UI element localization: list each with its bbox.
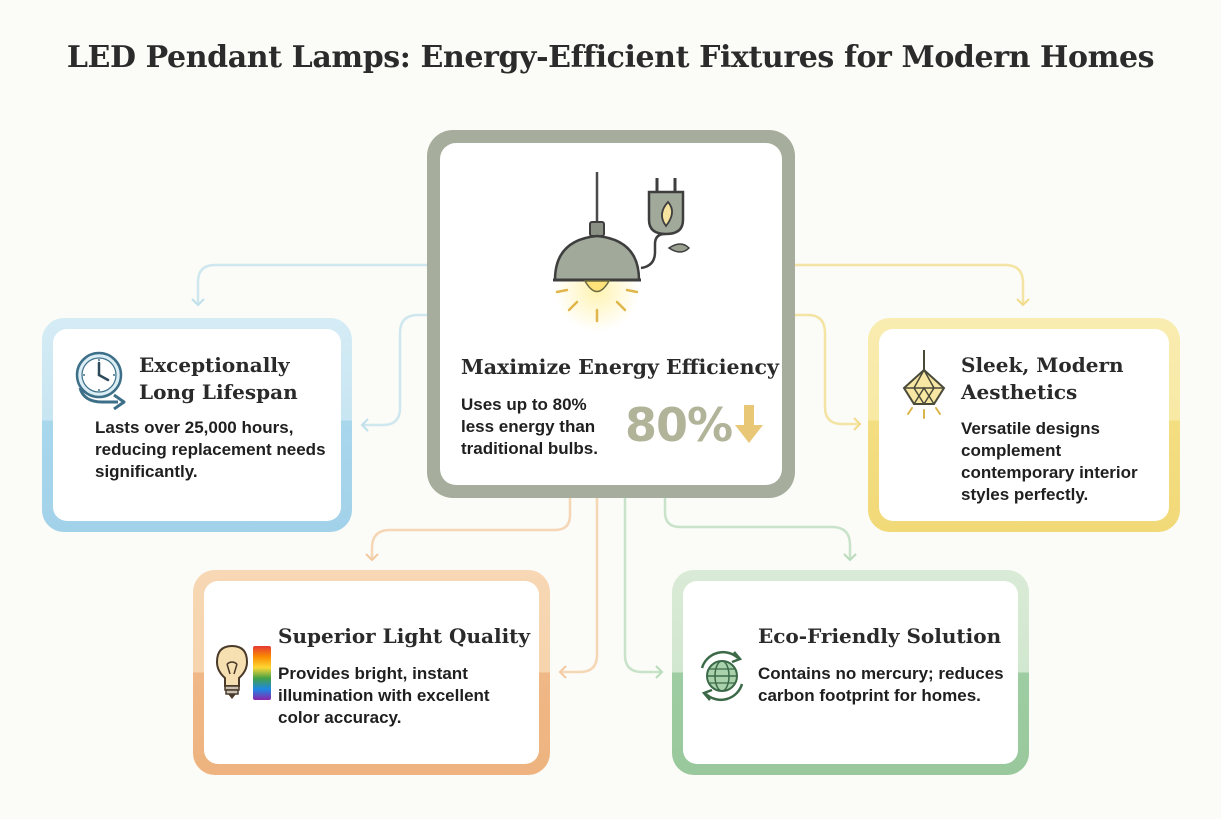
connector-light-side bbox=[558, 498, 599, 679]
light-quality-heading: Superior Light Quality bbox=[278, 624, 531, 648]
connector-eco-side bbox=[623, 498, 664, 679]
aesthetics-card: Sleek, Modern Aesthetics Versatile desig… bbox=[868, 318, 1180, 532]
lifespan-heading: Exceptionally Long Lifespan bbox=[139, 353, 298, 404]
energy-savings-figure: 80% bbox=[625, 398, 764, 452]
clock-arrow-icon bbox=[75, 351, 126, 410]
connector-lifespan-top bbox=[191, 263, 427, 307]
energy-efficiency-card: Maximize Energy Efficiency Uses up to 80… bbox=[427, 130, 795, 498]
eco-friendly-card: Eco-Friendly Solution Contains no mercur… bbox=[672, 570, 1029, 775]
geometric-pendant-icon bbox=[902, 350, 946, 419]
connector-light-top bbox=[365, 498, 572, 562]
connector-aesthetics-top bbox=[795, 263, 1030, 307]
eco-friendly-heading: Eco-Friendly Solution bbox=[758, 624, 1002, 648]
energy-savings-number: 80% bbox=[625, 398, 733, 452]
energy-efficiency-description: Uses up to 80% less energy than traditio… bbox=[461, 395, 598, 458]
bulb-spectrum-icon bbox=[215, 644, 271, 700]
lifespan-card: Exceptionally Long Lifespan Lasts over 2… bbox=[42, 318, 352, 532]
connector-lifespan-mid bbox=[360, 313, 427, 432]
energy-efficiency-heading: Maximize Energy Efficiency bbox=[461, 355, 779, 379]
connector-aesthetics-mid bbox=[795, 313, 862, 431]
eco-friendly-description: Contains no mercury; reduces carbon foot… bbox=[758, 664, 1004, 705]
recycle-globe-icon bbox=[700, 650, 744, 702]
aesthetics-description: Versatile designs complement contemporar… bbox=[961, 419, 1138, 504]
aesthetics-heading: Sleek, Modern Aesthetics bbox=[961, 353, 1124, 404]
connector-eco-top bbox=[663, 498, 857, 562]
light-quality-description: Provides bright, instant illumination wi… bbox=[278, 664, 490, 727]
arrow-down-icon bbox=[735, 405, 764, 443]
lifespan-description: Lasts over 25,000 hours, reducing replac… bbox=[95, 418, 326, 481]
page-title: LED Pendant Lamps: Energy-Efficient Fixt… bbox=[66, 40, 1155, 75]
pendant-lamp-plug-icon bbox=[553, 172, 691, 332]
light-quality-card: Superior Light Quality Provides bright, … bbox=[193, 570, 550, 775]
